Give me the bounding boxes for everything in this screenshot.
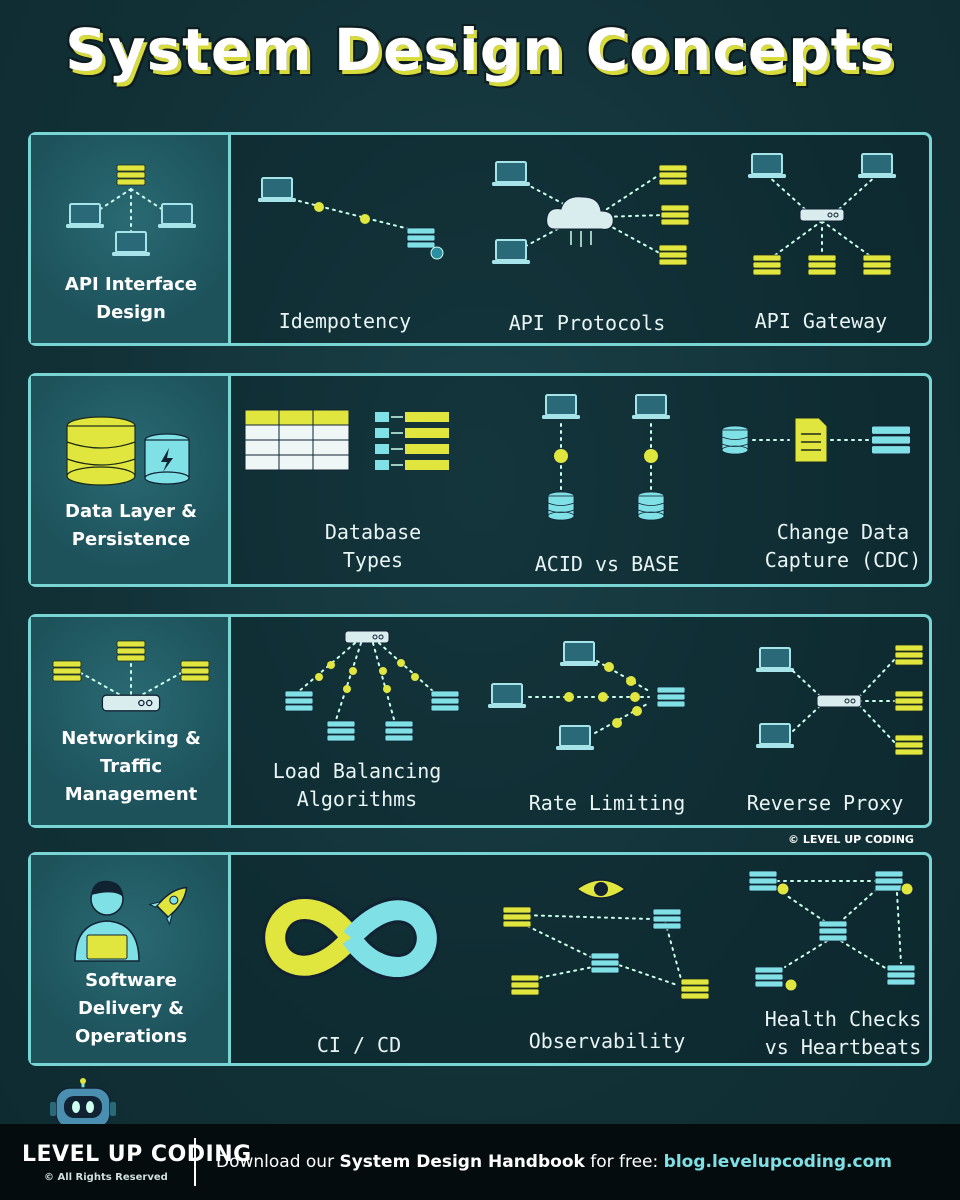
database-icon — [66, 416, 190, 486]
cloud-hub-icon — [491, 161, 690, 266]
laptop-database-icon — [541, 394, 671, 521]
category-panel: Networking & Traffic Management — [31, 617, 231, 825]
concept-label: Observability — [528, 1029, 686, 1053]
category-panel: Data Layer & Persistence — [31, 376, 231, 584]
page-title: System Design Concepts — [65, 16, 895, 84]
table-and-keyvalue-icon — [244, 409, 449, 471]
concept-label: ACID vs BASE — [534, 552, 680, 576]
concept-label: Change Data Capture (CDC) — [764, 520, 922, 572]
row-networking-traffic-management: Networking & Traffic Management Load Bal… — [28, 614, 932, 828]
row-data-layer-persistence: Data Layer & Persistence Database Types … — [28, 373, 932, 587]
blog-link[interactable]: blog.levelupcoding.com — [663, 1152, 892, 1172]
gateway-router-icon — [747, 153, 897, 276]
copyright-note: © LEVEL UP CODING — [788, 833, 914, 846]
infinity-loop-icon — [262, 896, 440, 980]
developer-rocket-icon — [74, 880, 188, 962]
load-balancer-icon — [284, 630, 460, 742]
concept-label: API Gateway — [754, 309, 888, 333]
client-server-network-icon — [65, 164, 197, 257]
brand-name: LEVEL UP CODING — [22, 1142, 252, 1167]
cta-middle: for free: — [584, 1152, 664, 1172]
concept-label: Database Types — [324, 520, 422, 572]
health-check-icon — [748, 870, 916, 992]
category-panel: API Interface Design — [31, 135, 231, 343]
category-label: Networking & Traffic Management — [61, 728, 201, 805]
concept-label: Idempotency — [278, 309, 412, 333]
handbook-name: System Design Handbook — [339, 1152, 585, 1172]
concept-label: Health Checks vs Heartbeats — [764, 1007, 922, 1059]
category-label: API Interface Design — [64, 274, 198, 323]
eye-network-icon — [502, 879, 710, 1000]
concept-label: Load Balancing Algorithms — [272, 759, 442, 811]
category-label: Software Delivery & Operations — [74, 970, 188, 1047]
robot-mascot-icon — [50, 1078, 116, 1128]
footer-bar: LEVEL UP CODING © All Rights Reserved Do… — [0, 1124, 960, 1200]
row-api-interface-design: API Interface Design Idempotency API Pro… — [28, 132, 932, 346]
category-label: Data Layer & Persistence — [65, 501, 197, 550]
concept-label: Rate Limiting — [528, 791, 686, 815]
laptop-to-server-icon — [257, 177, 444, 260]
database-document-server-icon — [721, 417, 912, 463]
rights-text: © All Rights Reserved — [44, 1172, 168, 1183]
concept-label: API Protocols — [508, 311, 666, 335]
footer-divider — [194, 1138, 196, 1186]
category-panel: Software Delivery & Operations — [31, 855, 231, 1063]
concept-label: Reverse Proxy — [746, 791, 904, 815]
concept-label: CI / CD — [316, 1033, 402, 1057]
footer-cta: Download our System Design Handbook for … — [216, 1152, 892, 1172]
reverse-proxy-icon — [755, 644, 924, 756]
cta-prefix: Download our — [216, 1152, 340, 1172]
row-software-delivery-operations: Software Delivery & Operations CI / CD O… — [28, 852, 932, 1066]
router-servers-icon — [52, 640, 210, 712]
rate-limit-icon — [487, 641, 686, 751]
